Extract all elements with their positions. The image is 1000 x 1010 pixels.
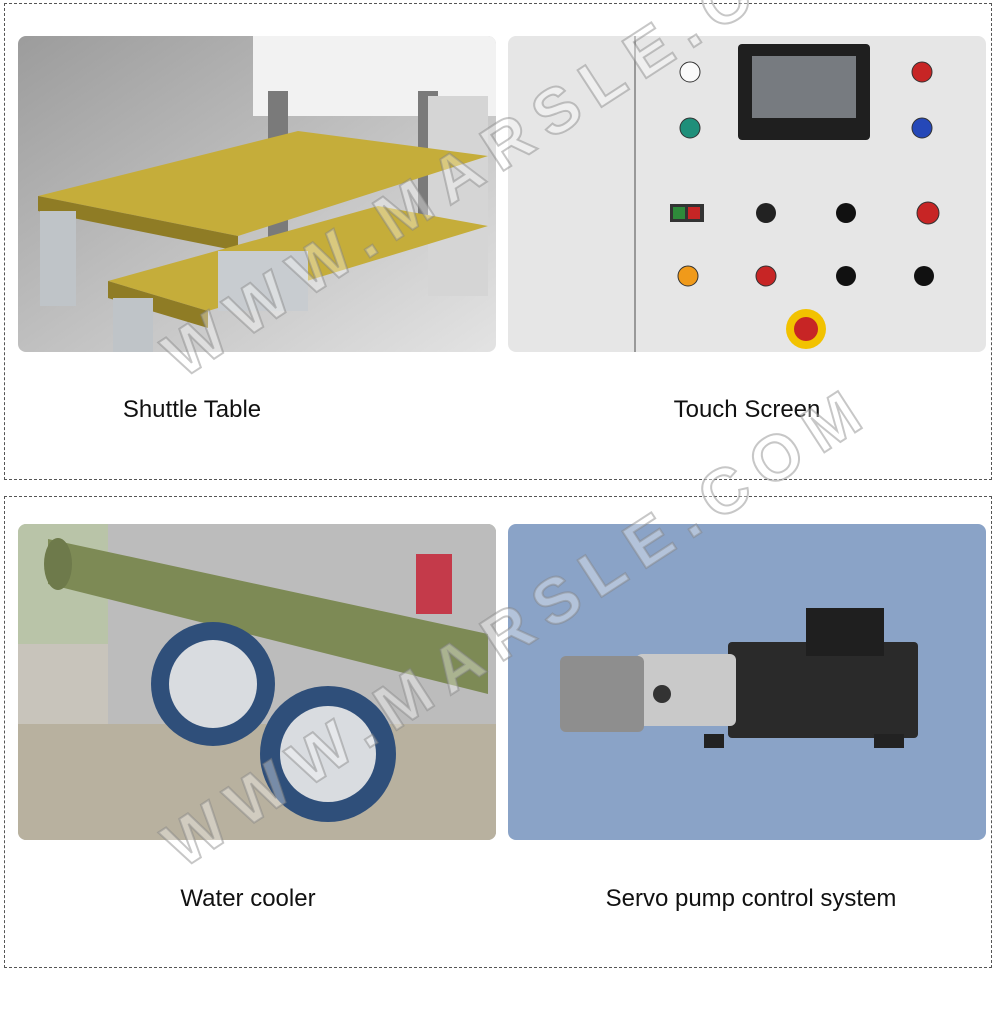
caption-touch-screen: Touch Screen [673,396,821,423]
caption-shuttle-table: Shuttle Table [122,396,262,423]
touch-screen-control-panel-photo [508,36,986,352]
feature-panel-bottom [4,496,992,968]
caption-servo-pump-control-system: Servo pump control system [605,885,897,912]
water-cooler-photo [18,524,496,840]
servo-pump-photo [508,524,986,840]
feature-panel-top [4,3,992,480]
shuttle-table-photo [18,36,496,352]
caption-water-cooler: Water cooler [180,885,316,912]
